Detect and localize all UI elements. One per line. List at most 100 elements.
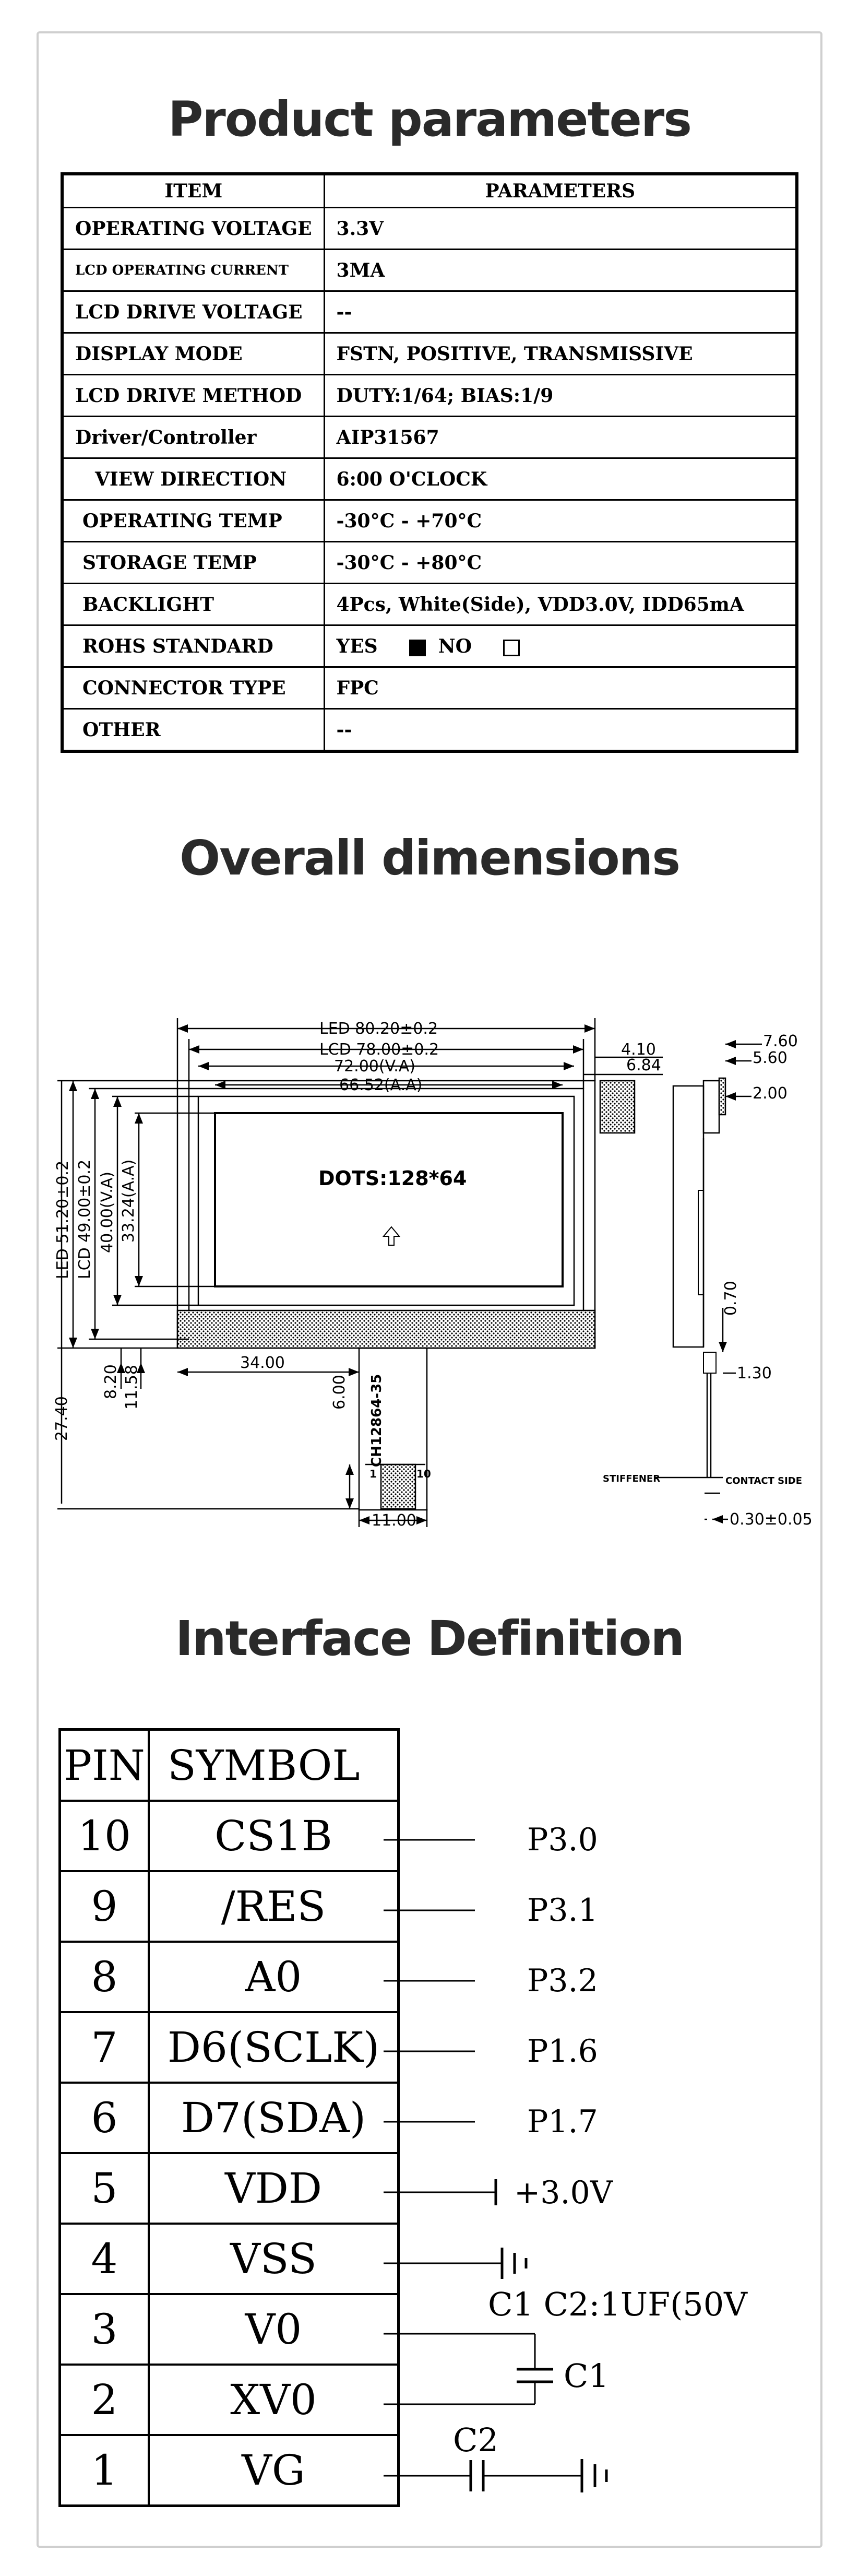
dim-lcd-height: LCD 49.00±0.2 bbox=[76, 1160, 94, 1279]
pin-symbol: D6(SCLK) bbox=[148, 2011, 400, 2084]
side-5-60: 5.60 bbox=[753, 1049, 788, 1067]
param-item: STORAGE TEMP bbox=[61, 541, 325, 584]
pin-number: 8 bbox=[58, 1941, 150, 2013]
interface-header-row: PIN SYMBOL bbox=[58, 1728, 400, 1802]
param-item: OTHER bbox=[61, 708, 325, 752]
interface-title: Interface Definition bbox=[175, 1611, 685, 1667]
pin-symbol: VG bbox=[148, 2434, 400, 2507]
param-value: -30°C - +80°C bbox=[323, 541, 798, 584]
dim-led-height: LED 51.20±0.2 bbox=[54, 1161, 72, 1279]
dim-4-10: 4.10 bbox=[621, 1041, 656, 1059]
pin-symbol: XV0 bbox=[148, 2364, 400, 2436]
pin-number: 10 bbox=[58, 1800, 150, 1872]
pin-number: 5 bbox=[58, 2152, 150, 2225]
param-item: ROHS STANDARD bbox=[61, 624, 325, 668]
fpc-pin-1: 1 bbox=[369, 1468, 377, 1480]
dim-27-40: 27.40 bbox=[53, 1396, 71, 1441]
table-row: STORAGE TEMP-30°C - +80°C bbox=[61, 541, 798, 584]
c1-label: C1 bbox=[564, 2357, 609, 2395]
led-outline bbox=[176, 1080, 596, 1349]
net-label: P1.7 bbox=[527, 2104, 598, 2140]
param-value: -- bbox=[323, 708, 798, 752]
va-outline bbox=[197, 1095, 575, 1306]
net-label: P3.2 bbox=[527, 1963, 598, 1999]
dimensions-title: Overall dimensions bbox=[179, 830, 681, 886]
net-label: P3.1 bbox=[527, 1892, 598, 1929]
table-row: LCD DRIVE VOLTAGE-- bbox=[61, 290, 798, 334]
fpc-pin-10: 10 bbox=[416, 1468, 431, 1480]
header-symbol: SYMBOL bbox=[148, 1728, 400, 1802]
side-connector bbox=[599, 1080, 636, 1134]
pin-number: 6 bbox=[58, 2082, 150, 2154]
param-value: AIP31567 bbox=[323, 416, 798, 459]
dim-6-84: 6.84 bbox=[626, 1056, 661, 1074]
param-item: LCD DRIVE VOLTAGE bbox=[61, 290, 325, 334]
pin-number: 1 bbox=[58, 2434, 150, 2507]
side-0-30: 0.30±0.05 bbox=[730, 1510, 813, 1529]
dimension-drawing: LED 80.20±0.2 LCD 78.00±0.2 72.00(V.A) 6… bbox=[53, 1018, 813, 1530]
header-item: ITEM bbox=[61, 173, 325, 208]
unchecked-box-icon bbox=[503, 639, 520, 656]
pin-number: 2 bbox=[58, 2364, 150, 2436]
capacitor-note: C1 C2:1UF(50V bbox=[488, 2285, 748, 2323]
dim-6-00: 6.00 bbox=[330, 1375, 349, 1410]
pin-number: 4 bbox=[58, 2223, 150, 2295]
fpc-tail bbox=[358, 1347, 428, 1511]
dim-aa-width: 66.52(A.A) bbox=[339, 1076, 422, 1094]
pin-symbol: V0 bbox=[148, 2293, 400, 2366]
pin-symbol: D7(SDA) bbox=[148, 2082, 400, 2154]
lcd-outline bbox=[188, 1088, 584, 1340]
table-row: OPERATING TEMP-30°C - +70°C bbox=[61, 499, 798, 542]
side-7-60: 7.60 bbox=[763, 1032, 798, 1050]
dim-8-20: 8.20 bbox=[102, 1364, 120, 1399]
param-value: 3MA bbox=[323, 249, 798, 292]
header-parameters: PARAMETERS bbox=[323, 173, 798, 208]
side-0-70: 0.70 bbox=[722, 1281, 740, 1316]
param-value: -30°C - +70°C bbox=[323, 499, 798, 542]
pin-number: 3 bbox=[58, 2293, 150, 2366]
param-value: DUTY:1/64; BIAS:1/9 bbox=[323, 374, 798, 417]
header-pin: PIN bbox=[58, 1728, 150, 1802]
c2-label: C2 bbox=[453, 2421, 498, 2459]
net-label: P1.6 bbox=[527, 2033, 598, 2070]
param-value: FSTN, POSITIVE, TRANSMISSIVE bbox=[323, 332, 798, 375]
vdd-net-label: +3.0V bbox=[514, 2175, 614, 2211]
table-row: 9/RES bbox=[58, 1870, 400, 1943]
side-2-00: 2.00 bbox=[753, 1084, 788, 1103]
contact-side-label: CONTACT SIDE bbox=[725, 1475, 802, 1486]
aa-outline bbox=[214, 1112, 564, 1287]
param-item: OPERATING TEMP bbox=[61, 499, 325, 542]
param-value: FPC bbox=[323, 666, 798, 710]
pin-symbol: VSS bbox=[148, 2223, 400, 2295]
page-frame bbox=[37, 31, 822, 2548]
pin-symbol: CS1B bbox=[148, 1800, 400, 1872]
dim-34-00: 34.00 bbox=[240, 1354, 285, 1372]
side-1-30: 1.30 bbox=[737, 1364, 772, 1382]
dim-11-58: 11.58 bbox=[123, 1365, 141, 1410]
fpc-label: CH12864-35 bbox=[369, 1374, 385, 1467]
backlight-strip bbox=[176, 1309, 596, 1349]
param-item: VIEW DIRECTION bbox=[61, 457, 325, 501]
pin-symbol: /RES bbox=[148, 1870, 400, 1943]
params-title: Product parameters bbox=[168, 91, 692, 147]
dim-led-width: LED 80.20±0.2 bbox=[319, 1020, 438, 1038]
net-label: P3.0 bbox=[527, 1822, 598, 1858]
param-item: LCD OPERATING CURRENT bbox=[61, 249, 325, 292]
